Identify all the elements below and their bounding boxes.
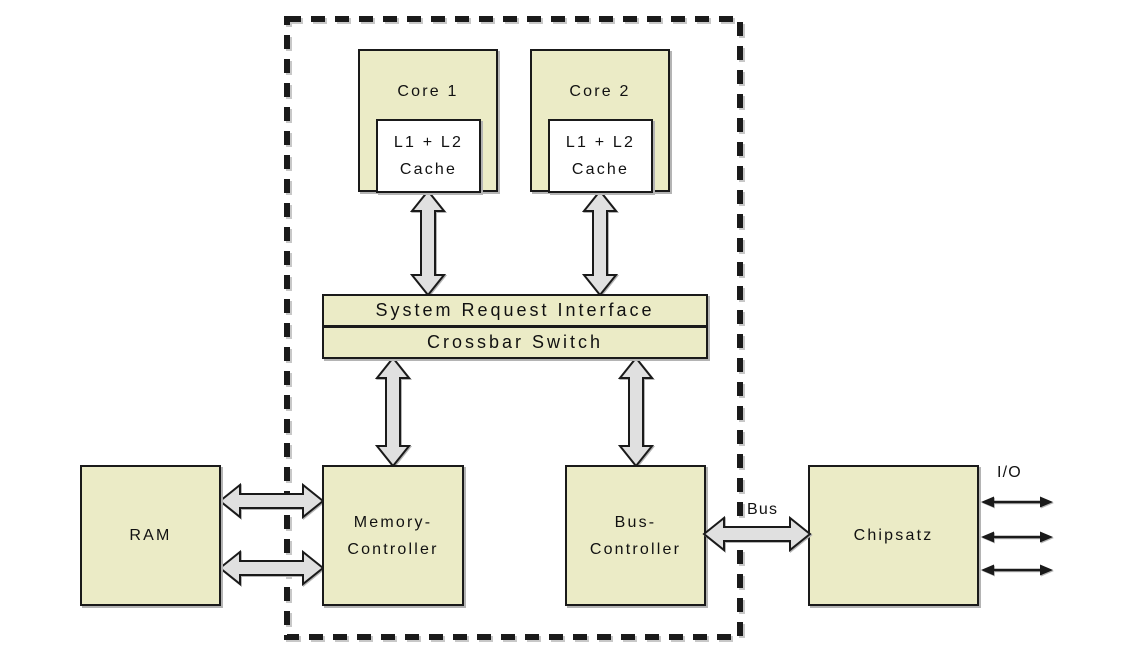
bidirectional-arrow-crossbar-bus-controller bbox=[617, 356, 655, 468]
node-crossbar-label: Crossbar Switch bbox=[426, 332, 604, 352]
node-sri-label: System Request Interface bbox=[375, 300, 655, 320]
block-arrow-shape bbox=[218, 549, 325, 587]
io-arrow-2 bbox=[981, 531, 1053, 543]
bidirectional-arrow-cache1-sri bbox=[409, 189, 447, 297]
node-ram-label: RAM bbox=[129, 527, 172, 544]
node-cache-2-line2: Cache bbox=[571, 161, 630, 178]
io-arrow-3 bbox=[981, 564, 1053, 576]
arrow-head-right bbox=[1040, 531, 1053, 543]
io-arrow-1 bbox=[981, 496, 1053, 508]
arrow-head-left bbox=[981, 531, 994, 543]
bidirectional-arrow-crossbar-memory-controller bbox=[374, 356, 412, 468]
block-arrow-shape bbox=[409, 189, 447, 297]
node-ram: RAM bbox=[80, 465, 221, 606]
bidirectional-arrow-bus-controller-chipset bbox=[702, 515, 812, 553]
node-cache-1-line2: Cache bbox=[399, 161, 458, 178]
node-memory-controller-line1: Memory- bbox=[353, 513, 433, 531]
bidirectional-arrow-cache2-sri bbox=[581, 189, 619, 297]
io-edge-label: I/O bbox=[997, 464, 1022, 481]
arrow-head-left bbox=[981, 564, 994, 576]
block-arrow-shape bbox=[218, 482, 325, 520]
node-bus-controller-line2: Controller bbox=[589, 540, 682, 558]
bidirectional-arrow-ram-memory-controller-2 bbox=[218, 549, 325, 587]
node-system-request-interface: System Request Interface bbox=[322, 294, 708, 327]
bidirectional-arrow-ram-memory-controller-1 bbox=[218, 482, 325, 520]
arrow-head-right bbox=[1040, 564, 1053, 576]
block-arrow-shape bbox=[581, 189, 619, 297]
bus-edge-label: Bus bbox=[747, 501, 779, 518]
cpu-die-boundary bbox=[284, 16, 743, 640]
node-bus-controller: Bus- Controller bbox=[565, 465, 706, 606]
block-arrow-shape bbox=[702, 515, 812, 553]
block-arrow-shape bbox=[374, 356, 412, 468]
node-core-2-label: Core 2 bbox=[569, 83, 631, 100]
arrow-head-right bbox=[1040, 496, 1053, 508]
node-memory-controller: Memory- Controller bbox=[322, 465, 464, 606]
node-cache-2-line1: L1 + L2 bbox=[565, 134, 636, 151]
node-memory-controller-line2: Controller bbox=[347, 540, 439, 558]
cpu-die-boundary-rect bbox=[284, 16, 743, 640]
node-bus-controller-line1: Bus- bbox=[614, 513, 657, 531]
node-cache-1: L1 + L2 Cache bbox=[376, 119, 481, 193]
node-core-1-label: Core 1 bbox=[397, 83, 459, 100]
node-crossbar-switch: Crossbar Switch bbox=[322, 326, 708, 359]
block-arrow-shape bbox=[617, 356, 655, 468]
node-cache-1-line1: L1 + L2 bbox=[393, 134, 464, 151]
arrow-head-left bbox=[981, 496, 994, 508]
node-cache-2: L1 + L2 Cache bbox=[548, 119, 653, 193]
node-chipset-label: Chipsatz bbox=[853, 527, 934, 544]
node-chipset: Chipsatz bbox=[808, 465, 979, 606]
